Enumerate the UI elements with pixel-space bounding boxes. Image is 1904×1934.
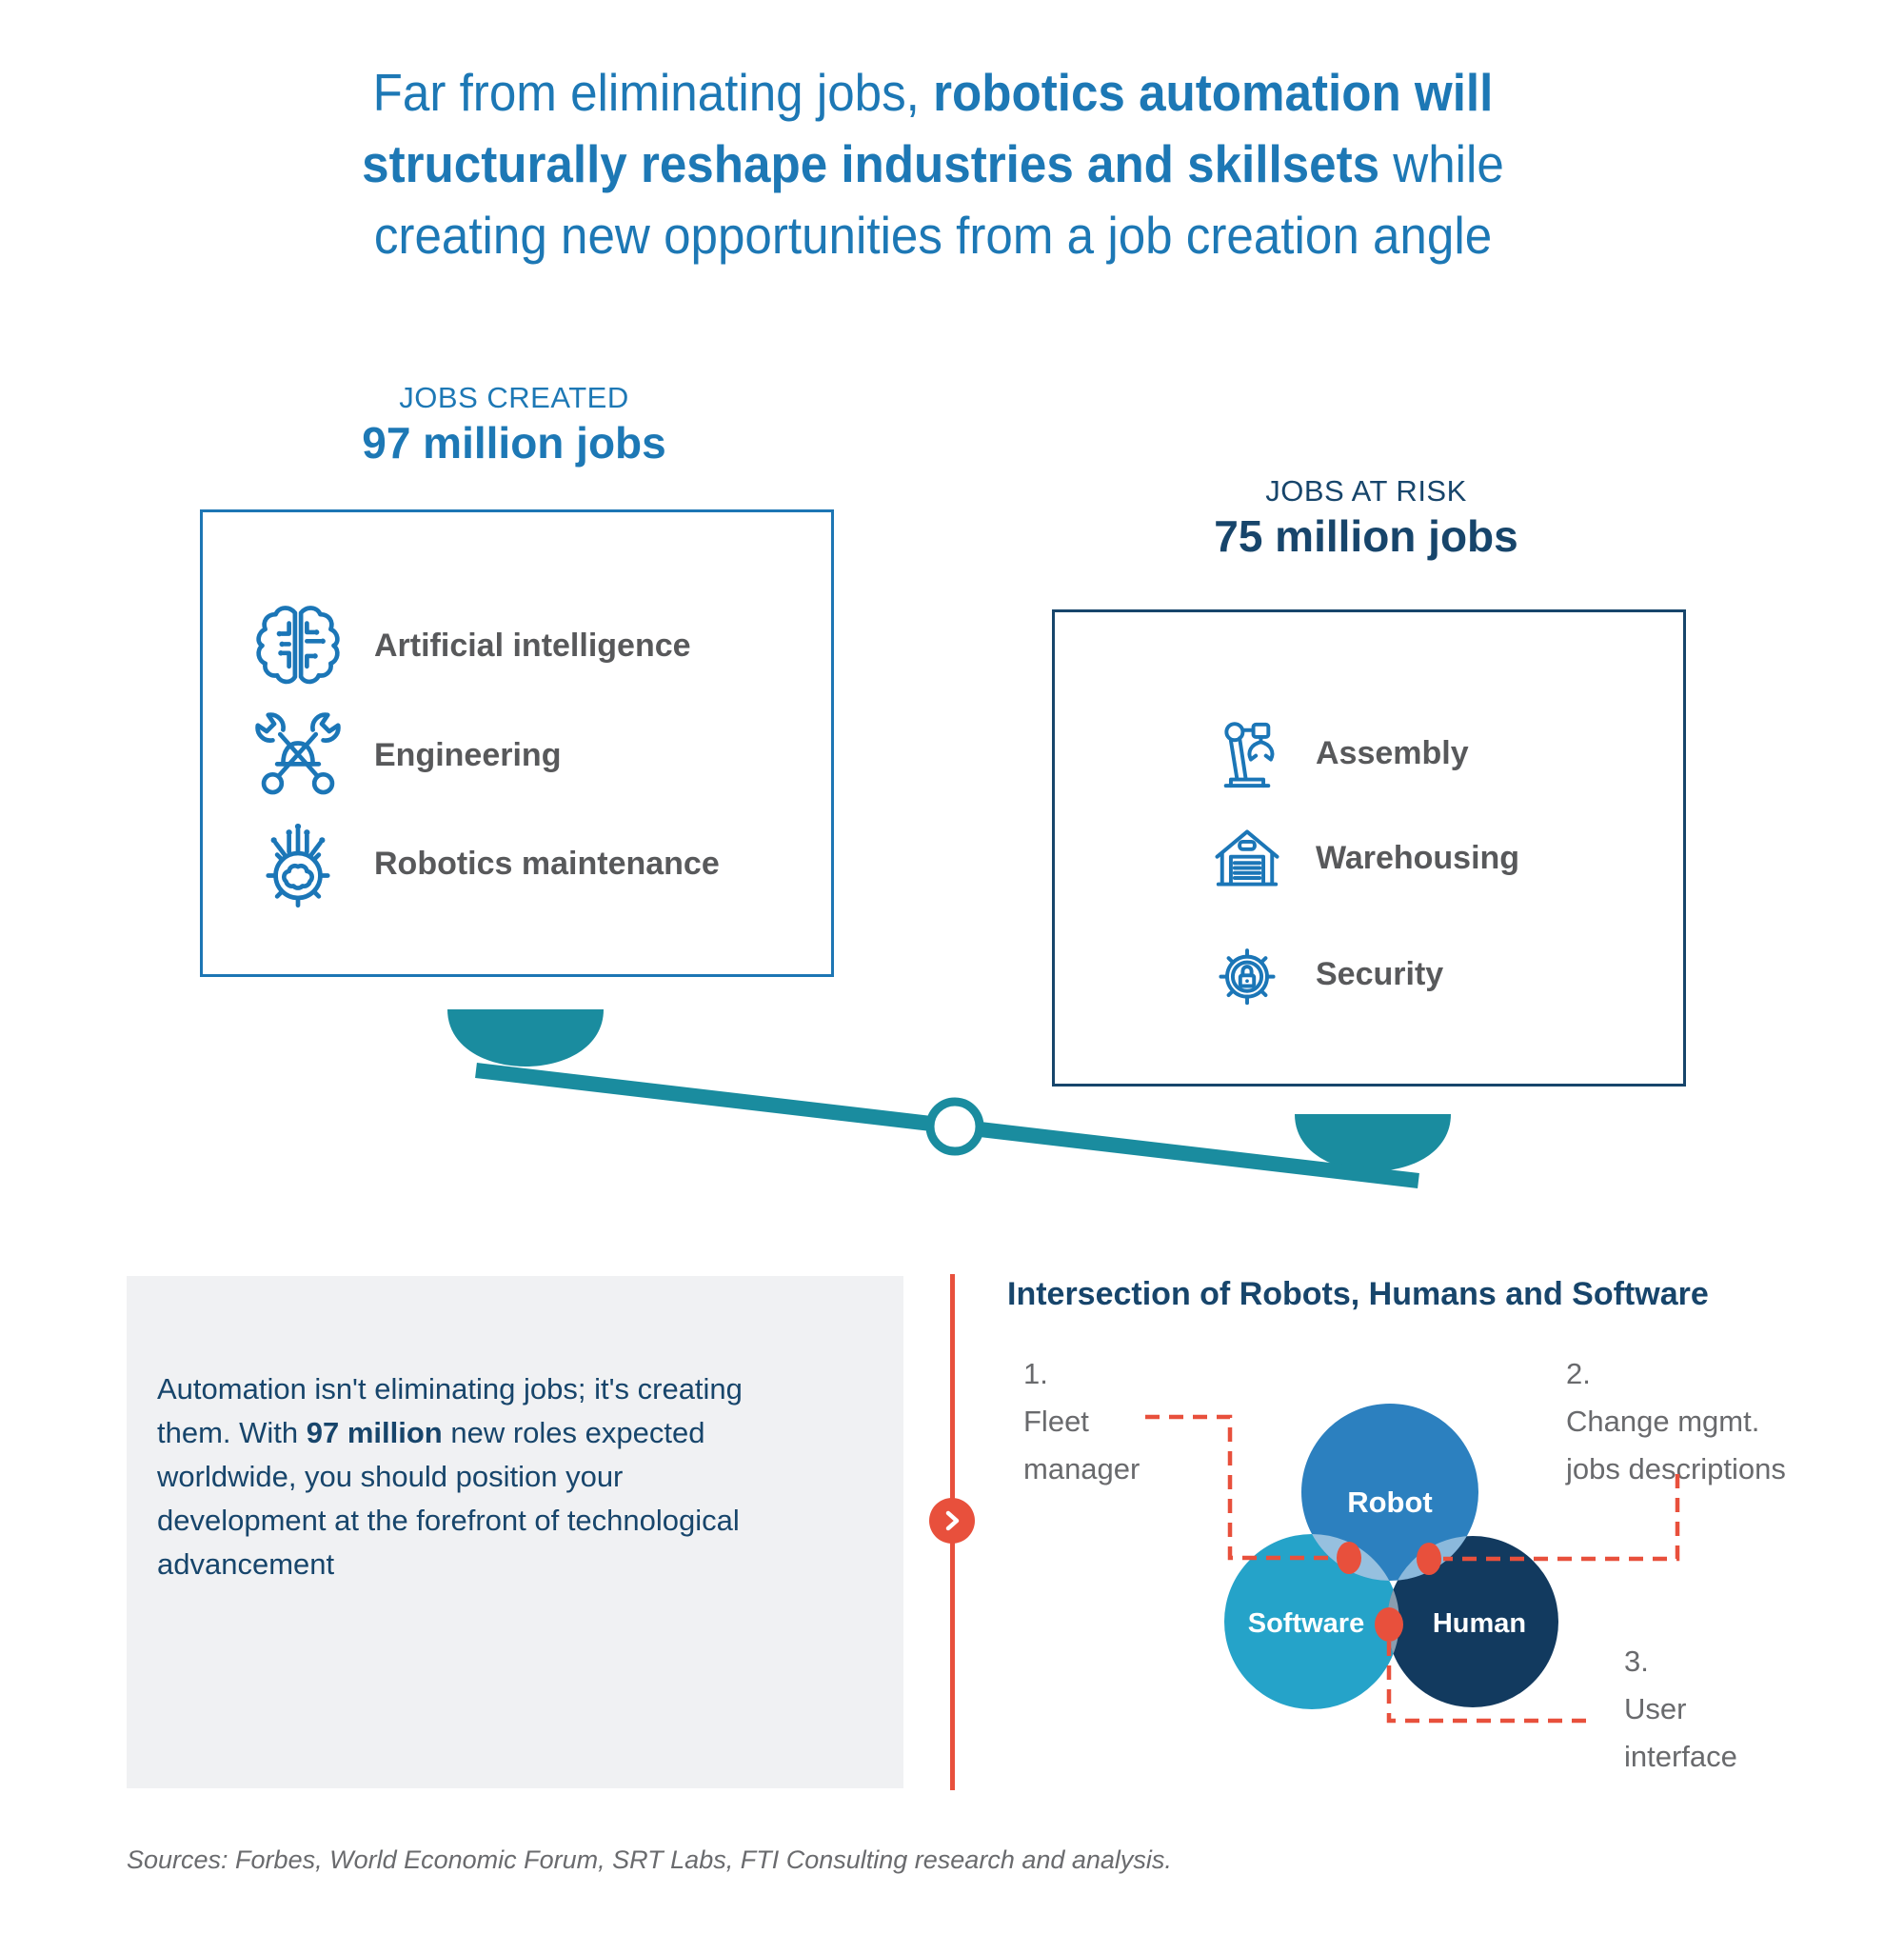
seesaw-right-pad <box>1295 1114 1451 1171</box>
created-item-engineering: Engineering <box>250 708 561 803</box>
gear-brain-icon <box>250 816 346 911</box>
annotation-line: Fleet <box>1023 1405 1089 1438</box>
jobs-at-risk-box <box>1052 609 1686 1087</box>
created-item-label: Artificial intelligence <box>374 627 691 664</box>
connector-fleet-manager <box>1145 1414 1331 1561</box>
warehouse-icon <box>1207 818 1287 898</box>
annotation-line: manager <box>1023 1452 1140 1485</box>
venn-circle-software <box>1224 1534 1399 1709</box>
annotation-number: 2. <box>1566 1357 1591 1390</box>
annotation-change-mgmt: 2. Change mgmt. jobs descriptions <box>1566 1350 1786 1493</box>
callout-box <box>127 1276 903 1788</box>
connector-change-mgmt <box>1443 1474 1680 1562</box>
annotation-fleet-manager: 1. Fleet manager <box>1023 1350 1140 1493</box>
annotation-line: Change mgmt. <box>1566 1405 1760 1438</box>
created-item-ai: Artificial intelligence <box>250 598 691 693</box>
intersection-dot-robot-human <box>1417 1543 1441 1575</box>
jobs-created-label: JOBS CREATED <box>399 381 629 414</box>
venn-label-robot: Robot <box>1347 1485 1433 1519</box>
risk-item-assembly: Assembly <box>1207 712 1469 794</box>
gear-lock-icon <box>1207 934 1287 1014</box>
chevron-badge-icon <box>929 1498 975 1544</box>
intersection-dot-robot-software <box>1337 1542 1361 1574</box>
created-item-robotics: Robotics maintenance <box>250 816 720 911</box>
robot-arm-icon <box>1207 713 1287 793</box>
venn-circle-robot <box>1301 1404 1478 1581</box>
jobs-at-risk-value: 75 million jobs <box>1214 511 1518 561</box>
venn-label-human: Human <box>1433 1608 1526 1639</box>
sources-note: Sources: Forbes, World Economic Forum, S… <box>127 1845 1172 1874</box>
jobs-created-value: 97 million jobs <box>362 418 666 468</box>
risk-item-warehousing: Warehousing <box>1207 817 1519 899</box>
seesaw-left-pad <box>447 1009 604 1067</box>
seesaw-pivot <box>925 1097 984 1156</box>
seesaw-balance-graphic <box>447 1009 1451 1188</box>
annotation-user-interface: 3. User interface <box>1624 1638 1737 1781</box>
page-title: Far from eliminating jobs, robotics auto… <box>154 57 1713 271</box>
risk-item-label: Warehousing <box>1316 839 1520 876</box>
title-line-1: Far from eliminating jobs, robotics auto… <box>372 63 1494 122</box>
annotation-line: interface <box>1624 1740 1737 1773</box>
annotation-line: User <box>1624 1692 1687 1725</box>
title-line-2: structurally reshape industries and skil… <box>362 134 1504 193</box>
brain-circuit-icon <box>250 598 346 693</box>
title-line-3: creating new opportunities from a job cr… <box>373 206 1493 265</box>
venn-label-software: Software <box>1248 1608 1364 1639</box>
intersection-dot-software-human <box>1375 1607 1403 1642</box>
annotation-number: 1. <box>1023 1357 1048 1390</box>
annotation-number: 3. <box>1624 1645 1649 1678</box>
risk-item-security: Security <box>1207 933 1443 1015</box>
risk-item-label: Security <box>1316 955 1444 992</box>
callout-text: Automation isn't eliminating jobs; it's … <box>157 1372 743 1581</box>
created-item-label: Engineering <box>374 736 562 773</box>
wrench-helmet-icon <box>250 708 346 803</box>
venn-diagram: Robot Software Human <box>1145 1404 1680 1724</box>
venn-title: Intersection of Robots, Humans and Softw… <box>1007 1276 1709 1312</box>
risk-item-label: Assembly <box>1316 734 1469 771</box>
jobs-at-risk-label: JOBS AT RISK <box>1265 474 1467 508</box>
connector-user-interface <box>1386 1642 1592 1724</box>
venn-circle-human <box>1387 1536 1558 1707</box>
created-item-label: Robotics maintenance <box>374 845 720 882</box>
